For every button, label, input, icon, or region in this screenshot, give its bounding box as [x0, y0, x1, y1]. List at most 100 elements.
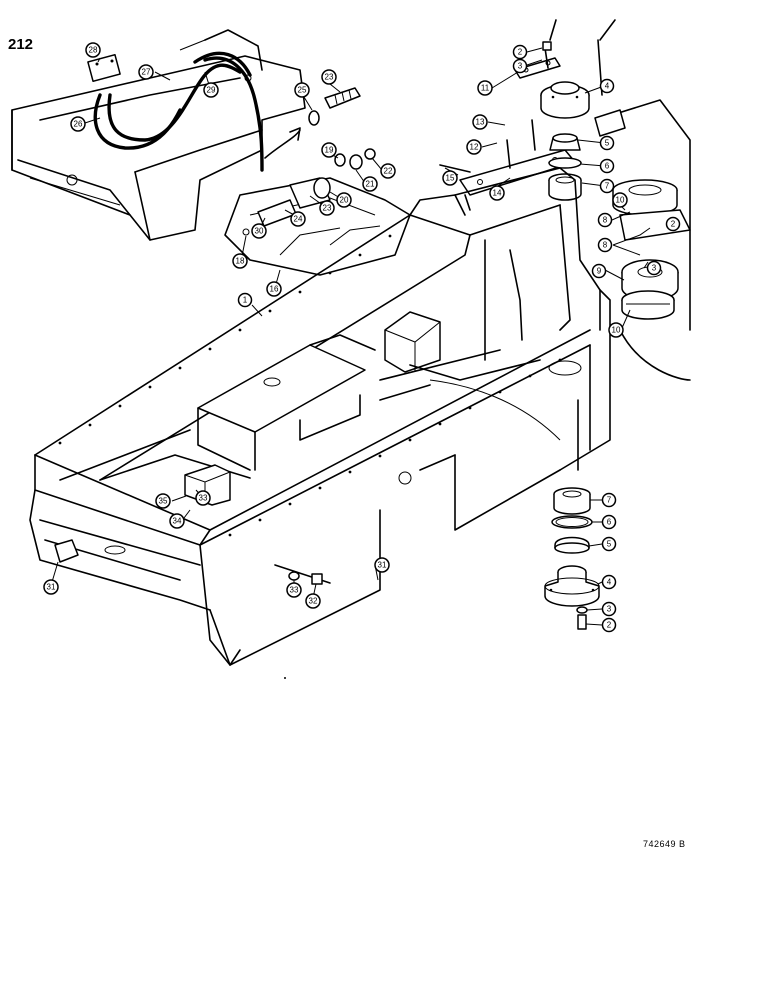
- svg-text:29: 29: [207, 86, 216, 95]
- rail-bolt-holes: [58, 234, 562, 537]
- callout-13: 13: [472, 114, 488, 130]
- svg-text:35: 35: [159, 497, 168, 506]
- svg-text:6: 6: [605, 162, 610, 171]
- callout-23: 23: [321, 69, 337, 85]
- callout-32: 32: [305, 593, 321, 609]
- callout-29: 29: [203, 82, 219, 98]
- pivot-upper-hardware: [439, 41, 576, 211]
- callout-7: 7: [599, 178, 615, 194]
- lower-pivot-stack: [544, 399, 600, 630]
- callout-8: 8: [597, 212, 613, 228]
- callout-19: 19: [321, 142, 337, 158]
- svg-text:28: 28: [89, 46, 98, 55]
- callout-2: 2: [665, 216, 681, 232]
- callout-16: 16: [266, 281, 282, 297]
- callout-23: 23: [319, 200, 335, 216]
- callout-27: 27: [138, 64, 154, 80]
- callout-12: 12: [466, 139, 482, 155]
- svg-text:3: 3: [607, 605, 612, 614]
- callout-1: 1: [237, 292, 253, 308]
- svg-text:16: 16: [270, 285, 279, 294]
- svg-text:5: 5: [605, 139, 610, 148]
- svg-text:9: 9: [597, 267, 602, 276]
- svg-text:20: 20: [340, 196, 349, 205]
- svg-text:6: 6: [607, 518, 612, 527]
- svg-text:24: 24: [294, 215, 303, 224]
- callout-34: 34: [169, 513, 185, 529]
- callout-33: 33: [195, 490, 211, 506]
- svg-text:26: 26: [74, 120, 83, 129]
- svg-text:7: 7: [607, 496, 612, 505]
- svg-text:8: 8: [603, 216, 608, 225]
- svg-text:32: 32: [309, 597, 318, 606]
- svg-text:2: 2: [607, 621, 612, 630]
- svg-text:12: 12: [470, 143, 479, 152]
- hydraulic-hoses: [87, 51, 264, 172]
- svg-text:27: 27: [142, 68, 151, 77]
- callout-31: 31: [374, 557, 390, 573]
- callout-24: 24: [290, 211, 306, 227]
- svg-text:3: 3: [518, 62, 523, 71]
- svg-text:22: 22: [384, 167, 393, 176]
- callout-10: 10: [608, 322, 624, 338]
- svg-text:2: 2: [518, 48, 523, 57]
- svg-text:33: 33: [290, 586, 299, 595]
- svg-text:1: 1: [243, 296, 248, 305]
- main-frame: [29, 167, 611, 666]
- callout-10: 10: [612, 192, 628, 208]
- svg-text:18: 18: [236, 257, 245, 266]
- callout-35: 35: [155, 493, 171, 509]
- svg-text:13: 13: [476, 118, 485, 127]
- svg-text:8: 8: [603, 241, 608, 250]
- callout-9: 9: [591, 263, 607, 279]
- callout-11: 11: [477, 80, 493, 96]
- callout-2: 2: [512, 44, 528, 60]
- callout-6: 6: [599, 158, 615, 174]
- callout-20: 20: [336, 192, 352, 208]
- svg-text:7: 7: [605, 182, 610, 191]
- svg-text:30: 30: [255, 227, 264, 236]
- callout-18: 18: [232, 253, 248, 269]
- callout-15: 15: [442, 170, 458, 186]
- fittings-group: [257, 87, 376, 227]
- callout-3: 3: [646, 260, 662, 276]
- callout-4: 4: [601, 574, 617, 590]
- callouts: 2 3 4 11 13 12 5 6 7 15 14 10 8 2 8 3 9 …: [43, 42, 681, 633]
- callout-28: 28: [85, 42, 101, 58]
- callout-14: 14: [489, 185, 505, 201]
- page-number: 212: [8, 36, 34, 53]
- figure-code: 742649 B: [643, 839, 686, 849]
- upper-pivot-stack: [540, 81, 590, 201]
- callout-33: 33: [286, 582, 302, 598]
- svg-text:25: 25: [298, 86, 307, 95]
- svg-text:14: 14: [493, 189, 502, 198]
- callout-3: 3: [601, 601, 617, 617]
- callout-8: 8: [597, 237, 613, 253]
- callout-22: 22: [380, 163, 396, 179]
- svg-text:4: 4: [605, 82, 610, 91]
- callout-3: 3: [512, 58, 528, 74]
- callout-31: 31: [43, 579, 59, 595]
- svg-text:34: 34: [173, 517, 182, 526]
- callout-30: 30: [251, 223, 267, 239]
- svg-text:11: 11: [481, 84, 490, 93]
- svg-text:23: 23: [325, 73, 334, 82]
- svg-text:4: 4: [607, 578, 612, 587]
- svg-text:31: 31: [47, 583, 56, 592]
- callout-7: 7: [601, 492, 617, 508]
- rear-frame-right: [549, 19, 691, 381]
- callout-2: 2: [601, 617, 617, 633]
- svg-text:10: 10: [612, 326, 621, 335]
- svg-text:5: 5: [607, 540, 612, 549]
- svg-text:19: 19: [325, 146, 334, 155]
- svg-text:2: 2: [671, 220, 676, 229]
- callout-26: 26: [70, 116, 86, 132]
- svg-text:31: 31: [378, 561, 387, 570]
- callout-25: 25: [294, 82, 310, 98]
- counterweight-bolt: [274, 564, 331, 585]
- svg-text:33: 33: [199, 494, 208, 503]
- svg-text:15: 15: [446, 174, 455, 183]
- callout-5: 5: [599, 135, 615, 151]
- callout-21: 21: [362, 176, 378, 192]
